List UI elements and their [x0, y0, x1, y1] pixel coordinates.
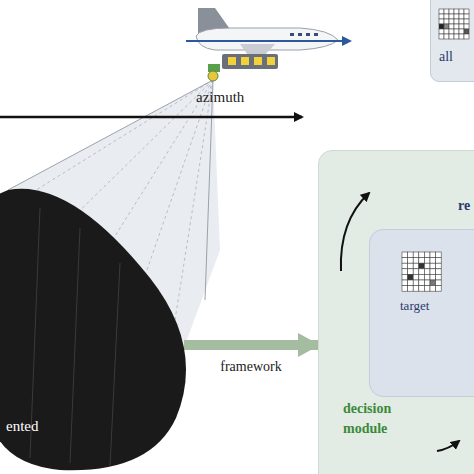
node-text: ented	[6, 418, 38, 435]
edge-label: framework	[220, 359, 281, 375]
panel-decor	[370, 230, 474, 398]
panel-decor	[431, 0, 474, 83]
node-text: all	[439, 49, 453, 65]
axis-label: azimuth	[196, 89, 244, 106]
panel-box: retarget	[369, 229, 474, 397]
footprint-region: ented	[0, 168, 184, 474]
node-text: target	[400, 298, 429, 314]
panel-box: decision moduleretarget	[318, 150, 474, 474]
panel-box: all	[430, 0, 474, 82]
flow-arrow	[184, 340, 318, 350]
node-text: decision module	[343, 399, 405, 439]
node-text: re	[458, 198, 470, 214]
